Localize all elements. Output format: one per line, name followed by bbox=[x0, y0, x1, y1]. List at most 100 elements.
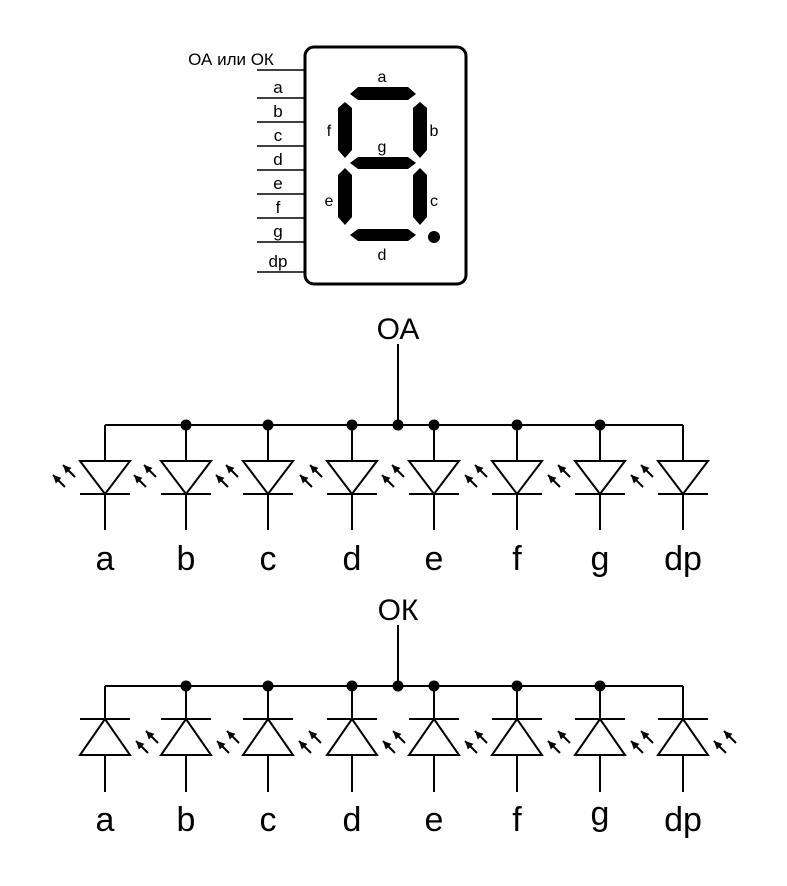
diode-triangle bbox=[407, 717, 461, 756]
pin-label-a: a bbox=[96, 540, 115, 578]
diode-triangle bbox=[241, 717, 295, 756]
led-g: g bbox=[547, 425, 628, 578]
segment-b bbox=[413, 102, 427, 158]
common-anode-label: ОА bbox=[377, 313, 420, 346]
segment-c bbox=[413, 168, 427, 225]
arrow-head bbox=[226, 730, 236, 740]
led-d: d bbox=[299, 425, 380, 578]
arrow-head bbox=[143, 464, 153, 474]
light-emission-arrows bbox=[298, 730, 322, 754]
led-c: c bbox=[215, 425, 296, 578]
arrow-head bbox=[547, 474, 557, 484]
pin-label-g: g bbox=[591, 795, 610, 833]
diode-triangle bbox=[655, 460, 711, 496]
light-emission-arrows bbox=[464, 464, 488, 488]
segment-e bbox=[338, 168, 352, 225]
led-c: c bbox=[241, 686, 322, 839]
diode-triangle bbox=[77, 460, 133, 496]
arrow-head bbox=[52, 474, 62, 484]
pin-label-f: f bbox=[276, 198, 281, 217]
pin-label-f: f bbox=[512, 801, 522, 839]
bus-junction-dot bbox=[392, 680, 404, 692]
arrow-head bbox=[547, 740, 557, 750]
led-a: a bbox=[52, 425, 133, 578]
pin-label-b: b bbox=[177, 540, 196, 578]
pin-label-f: f bbox=[512, 540, 522, 578]
segment-label-e: e bbox=[325, 193, 334, 210]
pin-label-d: d bbox=[343, 801, 362, 839]
arrow-head bbox=[630, 740, 640, 750]
pin-label-a: a bbox=[273, 78, 283, 97]
segment-label-d: d bbox=[378, 247, 387, 264]
pin-label-d: d bbox=[343, 540, 362, 578]
light-emission-arrows bbox=[464, 730, 488, 754]
arrow-head bbox=[392, 730, 402, 740]
diode-triangle bbox=[240, 460, 296, 496]
display-body bbox=[303, 45, 468, 286]
arrow-head bbox=[464, 474, 474, 484]
segment-f bbox=[338, 102, 352, 158]
arrow-head bbox=[723, 730, 733, 740]
arrow-head bbox=[382, 740, 392, 750]
segment-label-a: a bbox=[378, 69, 387, 86]
bus-junction-dot bbox=[392, 419, 404, 431]
segment-label-f: f bbox=[327, 123, 332, 140]
arrow-head bbox=[630, 474, 640, 484]
arrow-head bbox=[225, 464, 235, 474]
light-emission-arrows bbox=[52, 464, 76, 488]
arrow-head bbox=[145, 730, 155, 740]
led-b: b bbox=[133, 425, 214, 578]
pin-label-c: c bbox=[274, 126, 283, 145]
arrow-head bbox=[133, 474, 143, 484]
pin-label-dp: dp bbox=[269, 252, 288, 271]
diode-triangle bbox=[158, 460, 214, 496]
arrow-head bbox=[391, 464, 401, 474]
light-emission-arrows bbox=[630, 464, 654, 488]
led-a: a bbox=[78, 686, 159, 839]
diode-triangle bbox=[406, 460, 462, 496]
light-emission-arrows bbox=[382, 730, 406, 754]
arrow-head bbox=[135, 740, 145, 750]
light-emission-arrows bbox=[216, 730, 240, 754]
pin-label-b: b bbox=[177, 801, 196, 839]
light-emission-arrows bbox=[547, 464, 571, 488]
segment-d bbox=[350, 229, 416, 241]
arrow-head bbox=[299, 474, 309, 484]
arrow-head bbox=[474, 464, 484, 474]
arrow-head bbox=[298, 740, 308, 750]
led-e: e bbox=[407, 686, 488, 839]
arrow-head bbox=[62, 464, 72, 474]
pin-label-dp: dp bbox=[664, 540, 702, 578]
arrow-head bbox=[381, 474, 391, 484]
segment-label-c: c bbox=[430, 193, 438, 210]
segment-g bbox=[350, 157, 416, 169]
pin-label-g: g bbox=[273, 222, 282, 241]
diode-triangle bbox=[78, 717, 132, 756]
arrow-head bbox=[557, 464, 567, 474]
pin-label-b: b bbox=[273, 102, 282, 121]
pin-label-a: a bbox=[96, 801, 115, 839]
led-dp: dp bbox=[630, 425, 711, 578]
light-emission-arrows bbox=[135, 730, 159, 754]
light-emission-arrows bbox=[713, 730, 737, 754]
segment-label-b: b bbox=[430, 123, 439, 140]
diode-triangle bbox=[159, 717, 213, 756]
led-f: f bbox=[464, 425, 545, 578]
arrow-head bbox=[474, 730, 484, 740]
arrow-head bbox=[640, 464, 650, 474]
pin-label-e: e bbox=[425, 801, 444, 839]
led-g: g bbox=[573, 686, 654, 833]
arrow-head bbox=[215, 474, 225, 484]
pin-label-e: e bbox=[273, 174, 282, 193]
diode-triangle bbox=[324, 460, 380, 496]
pin-header-label: ОА или ОК bbox=[188, 50, 274, 69]
light-emission-arrows bbox=[630, 730, 654, 754]
led-dp: dp bbox=[656, 686, 737, 839]
led-b: b bbox=[159, 686, 240, 839]
light-emission-arrows bbox=[133, 464, 157, 488]
pin-label-dp: dp bbox=[664, 801, 702, 839]
